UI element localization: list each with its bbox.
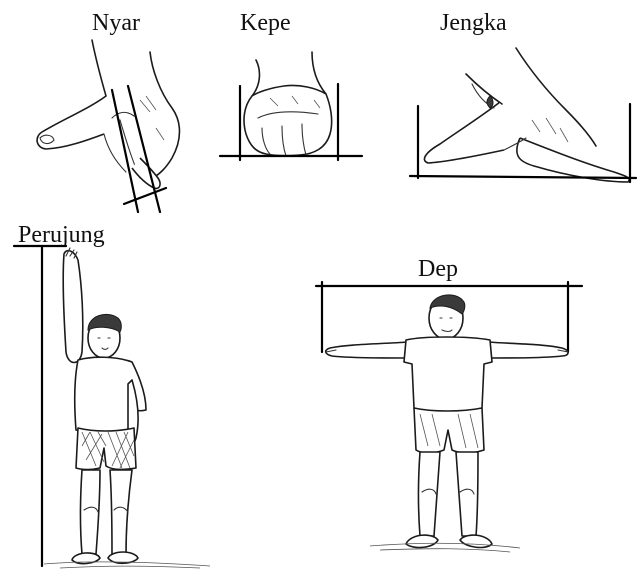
- perujung-figure-drawing: [14, 246, 210, 568]
- nyar-hand-drawing: [37, 40, 179, 212]
- kepe-fist-drawing: [220, 52, 362, 160]
- label-jengka: Jengka: [440, 10, 507, 36]
- label-perujung: Perujung: [18, 222, 105, 248]
- jengka-hand-drawing: [410, 48, 636, 182]
- label-dep: Dep: [418, 256, 458, 282]
- label-kepe: Kepe: [240, 10, 291, 36]
- nyar-ruler-base: [124, 188, 166, 204]
- label-nyar: Nyar: [92, 10, 140, 36]
- dep-figure-drawing: [316, 282, 582, 552]
